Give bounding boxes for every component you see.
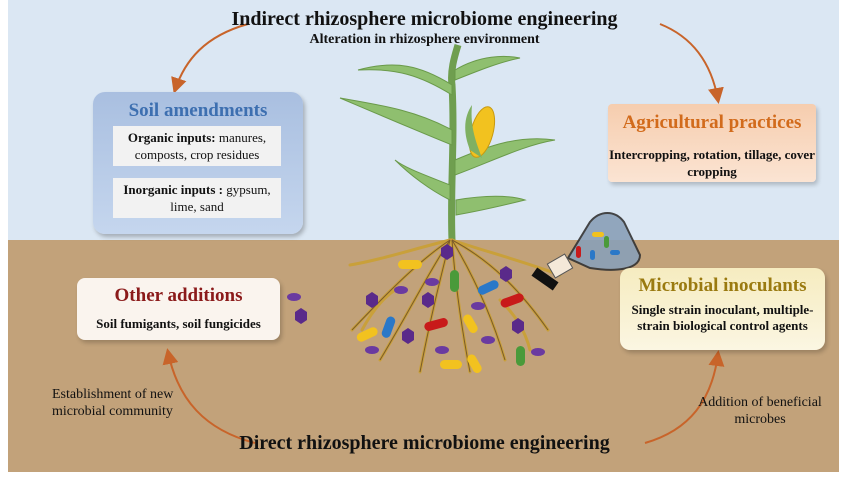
- organic-inputs-label: Organic inputs:: [127, 130, 216, 145]
- arrow-bottom-left: [162, 348, 256, 444]
- microbial-inoculants-title: Microbial inoculants: [638, 275, 807, 296]
- top-title: Indirect rhizosphere microbiome engineer…: [231, 8, 618, 30]
- left-note: Establishment of new microbial community: [52, 387, 174, 419]
- other-additions-box: Other additions Soil fumigants, soil fun…: [77, 278, 280, 340]
- organic-inputs-text: manures, composts, crop residues: [134, 130, 267, 162]
- inorganic-inputs-label: Inorganic inputs :: [123, 182, 224, 197]
- top-subtitle: Alteration in rhizosphere environment: [309, 32, 540, 47]
- agricultural-practices-title: Agricultural practices: [622, 112, 802, 133]
- inoculant-flask: [531, 212, 642, 291]
- arrow-top-right: [659, 23, 724, 104]
- plant: [339, 43, 556, 241]
- arrow-bottom-right: [644, 350, 725, 444]
- arrow-top-left: [171, 23, 249, 94]
- bacteria: [356, 260, 525, 374]
- right-note: Addition of beneficial microbes: [698, 395, 822, 427]
- other-additions-title: Other additions: [114, 285, 243, 306]
- microbial-inoculants-box: Microbial inoculants Single strain inocu…: [620, 268, 825, 350]
- oval-particles: [287, 278, 545, 356]
- hexagon-particles: [295, 244, 524, 344]
- soil-amendments-box: Soil amendments Organic inputs: manures,…: [93, 92, 303, 234]
- other-additions-text: Soil fumigants, soil fungicides: [96, 316, 261, 331]
- roots: [348, 238, 562, 374]
- inorganic-inputs-text: gypsum, lime, sand: [170, 182, 271, 214]
- soil-amendments-title: Soil amendments: [128, 100, 268, 121]
- inorganic-inputs-box: Inorganic inputs : gypsum, lime, sand: [113, 178, 281, 218]
- microbial-inoculants-text: Single strain inoculant, multiple-strain…: [631, 302, 814, 333]
- bottom-title: Direct rhizosphere microbiome engineerin…: [239, 432, 610, 454]
- agricultural-practices-box: Agricultural practices Intercropping, ro…: [608, 104, 816, 182]
- agricultural-practices-text: Intercropping, rotation, tillage, cover …: [609, 147, 815, 179]
- organic-inputs-box: Organic inputs: manures, composts, crop …: [113, 126, 281, 166]
